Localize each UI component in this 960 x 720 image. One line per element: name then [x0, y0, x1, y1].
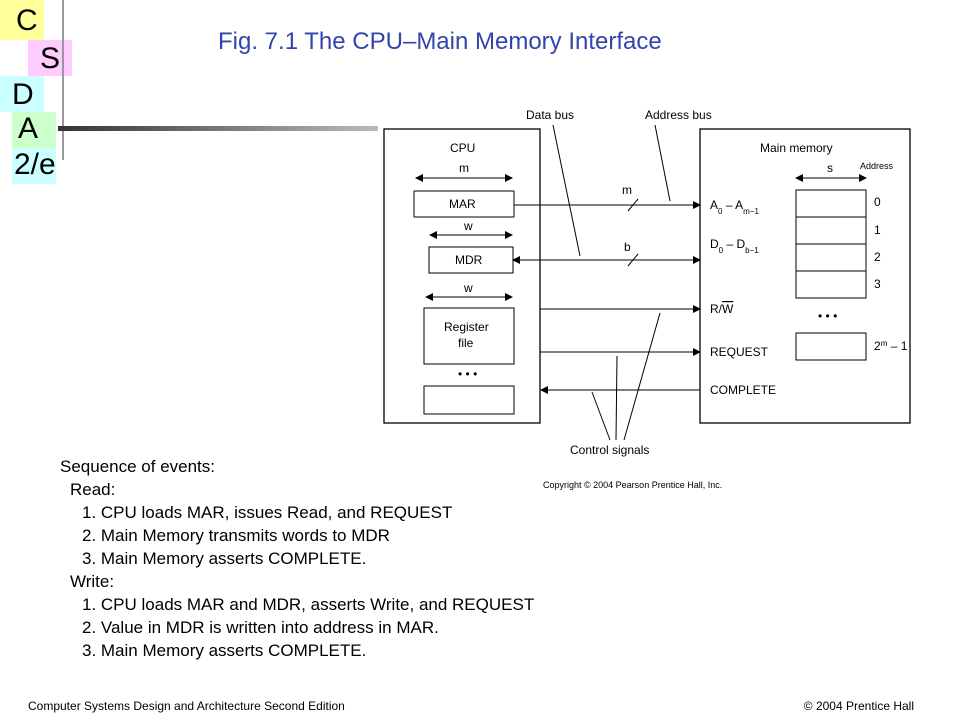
memory-cell-1 — [795, 216, 867, 245]
main-memory-box — [699, 128, 911, 424]
cpu-box — [383, 128, 541, 424]
register-file-label-2: file — [458, 336, 474, 350]
footer-book-title: Computer Systems Design and Architecture… — [28, 699, 345, 713]
address-3: 3 — [874, 277, 881, 291]
memory-cell-2 — [795, 243, 867, 272]
address-bus-slash — [627, 198, 639, 212]
address-lines-label: A0 – Am−1 — [710, 198, 759, 216]
register-file — [423, 307, 515, 365]
read-step-3: 3. Main Memory asserts COMPLETE. — [82, 549, 367, 568]
memory-cell-3 — [795, 270, 867, 299]
address-1: 1 — [874, 223, 881, 237]
logo-edition: 2/e — [14, 148, 56, 181]
complete-signal-label: COMPLETE — [710, 383, 776, 397]
read-step-1: 1. CPU loads MAR, issues Read, and REQUE… — [82, 503, 453, 522]
logo-block-cyan-2 — [12, 148, 56, 184]
mdr-width-label: w — [463, 219, 473, 233]
mdr-label: MDR — [455, 253, 483, 267]
logo-vertical-rule — [62, 0, 64, 160]
logo-letter-s: S — [40, 42, 61, 75]
sequence-of-events: Sequence of events: Read: 1. CPU loads M… — [60, 455, 534, 662]
read-label: Read: — [70, 480, 116, 499]
data-bus-slash — [627, 253, 639, 267]
request-signal-label: REQUEST — [710, 345, 769, 359]
read-step-2: 2. Main Memory transmits words to MDR — [82, 526, 390, 545]
mar-width-label: m — [459, 161, 469, 175]
cpu-extra-register — [423, 385, 515, 415]
logo-block-pink — [28, 40, 72, 76]
footer-copyright: © 2004 Prentice Hall — [803, 699, 914, 713]
control-signals-label: Control signals — [570, 443, 649, 457]
address-bus-width: m — [622, 183, 632, 197]
title-rule — [58, 126, 378, 131]
rw-signal-label: R/W — [710, 302, 734, 316]
address-header: Address — [860, 161, 894, 171]
logo-letter-c: C — [16, 4, 38, 37]
register-file-width-label: w — [463, 281, 473, 295]
memory-ellipsis: • • • — [818, 309, 837, 323]
control-pointer-1 — [591, 391, 611, 441]
logo-letter-d: D — [12, 78, 34, 111]
write-label: Write: — [70, 572, 115, 591]
control-pointer-2 — [615, 355, 618, 441]
address-last: 2m – 1 — [874, 339, 908, 354]
memory-cell-last — [795, 332, 867, 361]
address-0: 0 — [874, 195, 881, 209]
control-pointer-3 — [623, 312, 661, 441]
slide-title: Fig. 7.1 The CPU–Main Memory Interface — [218, 28, 662, 55]
cpu-label: CPU — [450, 141, 475, 155]
address-2: 2 — [874, 250, 881, 264]
memory-cell-0 — [795, 189, 867, 218]
copyright-note: Copyright © 2004 Pearson Prentice Hall, … — [543, 480, 722, 490]
mar-register — [413, 190, 515, 218]
memory-width-label: s — [827, 161, 833, 175]
cpu-ellipsis: • • • — [458, 367, 477, 381]
address-bus-label: Address bus — [645, 108, 712, 122]
logo-block-cyan — [0, 76, 44, 112]
write-step-1: 1. CPU loads MAR and MDR, asserts Write,… — [82, 595, 535, 614]
data-bus-width: b — [624, 240, 631, 254]
register-file-label-1: Register — [444, 320, 489, 334]
data-bus-label: Data bus — [526, 108, 574, 122]
data-bus-pointer — [552, 124, 581, 257]
logo-letter-a: A — [18, 112, 39, 145]
data-lines-label: D0 – Db−1 — [710, 237, 759, 255]
write-step-2: 2. Value in MDR is written into address … — [82, 618, 439, 637]
logo-block-green — [12, 112, 56, 148]
main-memory-label: Main memory — [760, 141, 833, 155]
address-bus-pointer — [654, 124, 671, 202]
write-step-3: 3. Main Memory asserts COMPLETE. — [82, 641, 367, 660]
events-heading: Sequence of events: — [60, 457, 216, 476]
logo-block-yellow — [0, 0, 44, 40]
mar-label: MAR — [449, 197, 476, 211]
